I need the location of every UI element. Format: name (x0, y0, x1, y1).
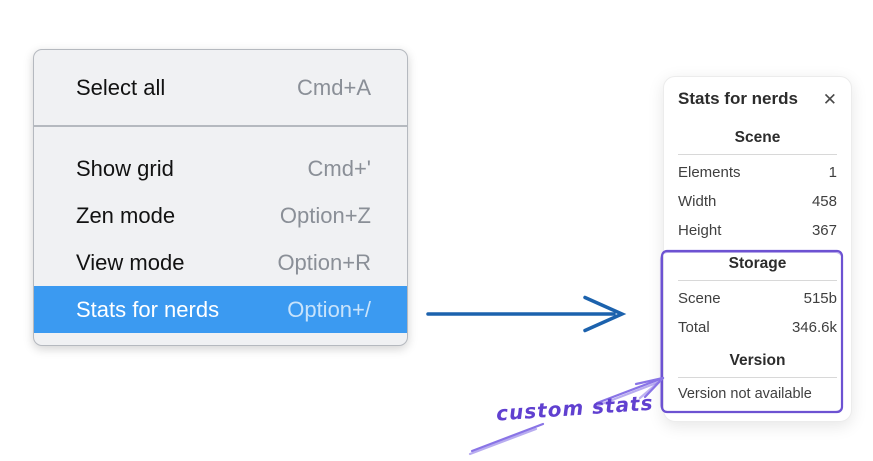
stat-value: 458 (811, 193, 837, 210)
menu-item-zen-mode[interactable]: Zen mode Option+Z (34, 192, 407, 239)
stat-row-elements: Elements 1 (678, 158, 837, 187)
stats-panel-title: Stats for nerds (678, 89, 798, 108)
stat-row-width: Width 458 (678, 187, 837, 216)
menu-item-shortcut: Option+R (277, 249, 371, 275)
stat-value: 367 (811, 222, 837, 239)
menu-item-label: Zen mode (76, 202, 176, 228)
stat-label: Total (678, 319, 710, 336)
stat-label: Height (678, 222, 722, 239)
stat-value: 1 (828, 164, 837, 181)
menu-item-label: Select all (76, 74, 166, 100)
custom-stats-annotation: custom stats (495, 390, 655, 426)
stat-label: Scene (678, 290, 721, 307)
menu-item-label: Stats for nerds (76, 296, 220, 322)
stat-label: Width (678, 193, 717, 210)
menu-item-stats-for-nerds[interactable]: Stats for nerds Option+/ (34, 286, 407, 333)
stat-value: 346.6k (791, 319, 837, 336)
version-section-heading: Version (729, 352, 786, 369)
menu-item-select-all[interactable]: Select all Cmd+A (34, 64, 407, 111)
divider (678, 280, 837, 281)
menu-item-label: Show grid (76, 155, 174, 181)
menu-item-view-mode[interactable]: View mode Option+R (34, 239, 407, 286)
purple-annotation-arrow (468, 376, 665, 456)
menu-item-shortcut: Cmd+' (307, 155, 372, 181)
menu-item-show-grid[interactable]: Show grid Cmd+' (34, 145, 407, 192)
stat-row-total-storage: Total 346.6k (678, 313, 837, 342)
storage-section-heading: Storage (728, 255, 787, 272)
menu-item-shortcut: Cmd+A (297, 74, 371, 100)
menu-item-label: View mode (76, 249, 185, 275)
stat-value: 515b (803, 290, 837, 307)
stats-panel: Stats for nerds ✕ Scene Elements 1 Width… (663, 76, 852, 422)
blue-arrow (426, 295, 627, 333)
stat-row-height: Height 367 (678, 216, 837, 245)
menu-item-shortcut: Option+/ (287, 296, 371, 322)
stat-label: Elements (678, 164, 741, 181)
divider (678, 377, 837, 378)
close-icon[interactable]: ✕ (822, 89, 837, 109)
version-note: Version not available (678, 386, 812, 402)
menu-section-top: Select all Cmd+A (34, 50, 407, 125)
scene-section-heading: Scene (734, 129, 781, 146)
divider (678, 154, 837, 155)
menu-item-shortcut: Option+Z (279, 202, 371, 228)
stat-row-scene-storage: Scene 515b (678, 284, 837, 313)
context-menu: Select all Cmd+A Show grid Cmd+' Zen mod… (33, 49, 408, 346)
menu-separator (34, 125, 407, 127)
menu-section-bottom: Show grid Cmd+' Zen mode Option+Z View m… (34, 127, 407, 345)
